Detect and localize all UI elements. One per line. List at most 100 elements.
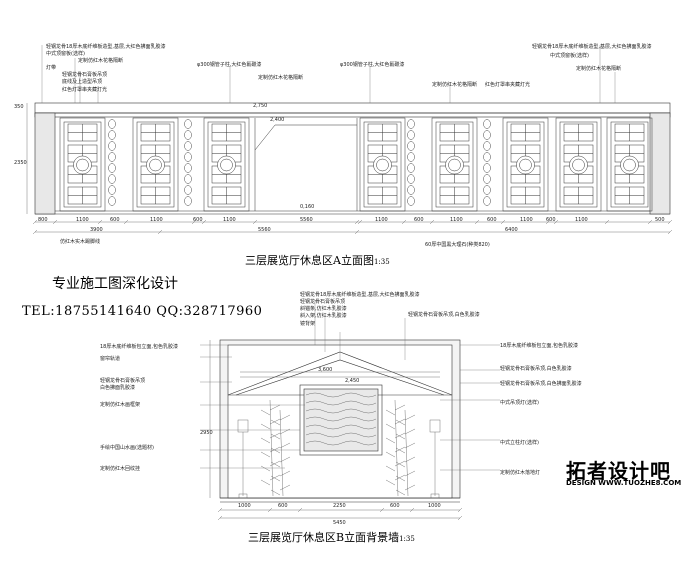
- elevation-b-dim-top-1: 3,600: [318, 367, 333, 373]
- red-lantern: [184, 196, 192, 206]
- bamboo-leaf: [395, 461, 406, 468]
- bamboo-leaf: [385, 479, 396, 486]
- b-notes-left-item: 手绘中国山水画(选题材): [100, 445, 154, 451]
- lattice-medallion: [217, 155, 236, 175]
- red-lantern: [184, 163, 192, 173]
- lattice-panel: [431, 117, 478, 212]
- a-notes-mid-item: φ300钢管子柱,大红色氟碳漆: [197, 62, 262, 68]
- dim-tick: [429, 219, 435, 225]
- red-lantern: [184, 185, 192, 195]
- red-lantern: [483, 130, 491, 140]
- bamboo-leaf: [385, 437, 396, 444]
- elevation-a-title: 三层展览厅休息区A立面图1:35: [245, 252, 390, 268]
- elevation-a-dim-side-2: 2350: [14, 160, 27, 166]
- lattice-panel: [59, 117, 106, 212]
- a-dims-row1-item: 1100: [223, 217, 236, 223]
- a-notes-right-item: 定制仿红木花格隔断: [432, 82, 478, 88]
- dim-tick: [667, 219, 673, 225]
- red-lantern: [184, 174, 192, 184]
- dim-tick: [201, 219, 207, 225]
- bamboo-leaf: [395, 419, 406, 426]
- lattice-medallion-inner: [76, 158, 89, 172]
- bamboo-leaf: [394, 404, 406, 411]
- lattice-panel-inner: [363, 121, 402, 208]
- lattice-panel-inner: [207, 121, 246, 208]
- dim-tick: [401, 219, 407, 225]
- dim-tick: [252, 219, 258, 225]
- painting-wave: [305, 400, 377, 406]
- elevation-b-dim-total: 5450: [333, 520, 346, 526]
- red-lantern: [483, 185, 491, 195]
- lattice-medallion: [516, 155, 535, 175]
- lattice-medallion: [569, 155, 588, 175]
- bamboo-leaf: [260, 465, 271, 472]
- dim-tick: [191, 219, 197, 225]
- b-notes-top-item: 轻钢龙骨18厚木底纤维板造型,基层,大红色拂面乳胶漆: [300, 292, 420, 298]
- ad-line-2: TEL:18755141640 QQ:328717960: [22, 304, 263, 319]
- bamboo-leaf: [404, 484, 416, 491]
- red-lantern: [407, 174, 415, 184]
- a-notes-mid-item: 定制仿红木花格隔断: [258, 75, 304, 81]
- lattice-medallion: [620, 155, 639, 175]
- dim-tick: [553, 219, 559, 225]
- a-notes-left-item: 灯带: [46, 65, 57, 71]
- red-lantern: [184, 130, 192, 140]
- dim-tick: [123, 219, 129, 225]
- bamboo-leaf: [394, 446, 406, 453]
- b-notes-top-item: 斜入架,仿红木乳胶漆: [300, 313, 347, 319]
- dim-tick: [667, 229, 673, 235]
- painting-wave: [305, 408, 377, 414]
- b-notes-left-item: 18厚木底纤维板包立面,包色乳胶漆: [100, 344, 178, 350]
- bamboo-leaf: [269, 474, 281, 481]
- red-lantern: [483, 152, 491, 162]
- red-lantern: [483, 196, 491, 206]
- red-lantern: [483, 141, 491, 151]
- a-dims-row1-item: 600: [193, 217, 203, 223]
- dim-tick: [500, 219, 506, 225]
- b-notes-right-item: 轻钢龙骨石膏板吊顶,白色乳胶漆: [500, 366, 572, 372]
- dim-tick: [545, 219, 551, 225]
- lamp-post-base: [238, 493, 248, 499]
- b-notes-left-item: 白色拂面乳胶漆: [100, 385, 136, 391]
- dim-tick: [604, 219, 610, 225]
- bamboo-leaf: [269, 446, 281, 453]
- painting-wave: [305, 432, 377, 438]
- elevation-a-dim-side-1: 350: [14, 104, 24, 110]
- bamboo-leaf: [395, 489, 406, 496]
- red-lantern: [108, 130, 116, 140]
- bamboo-leaf: [404, 428, 416, 435]
- b-notes-right-item: 中式立柱灯(选样): [500, 440, 539, 446]
- dim-tick: [647, 219, 653, 225]
- red-lantern: [108, 119, 116, 129]
- a-notes-left-item: 底线及上造型吊顶: [62, 79, 103, 85]
- watermark-name: 拓者设计吧: [566, 459, 671, 483]
- b-dims-bottom-item: 600: [278, 503, 288, 509]
- a-dims-row1-item: 1100: [375, 217, 388, 223]
- bamboo-leaf: [395, 475, 406, 482]
- lattice-medallion: [73, 155, 92, 175]
- bamboo-leaf: [270, 461, 281, 468]
- a-dims-row2-item: 6400: [505, 227, 518, 233]
- a-notes-left-item: 轻钢龙骨18厚木底纤维板造型,基层,大红色拂面乳胶漆: [46, 44, 166, 50]
- b-notes-left-item: 定制仿红木回纹挂: [100, 466, 141, 472]
- elevation-b-title: 三层展览厅休息区B立面背景墙1:35: [248, 529, 415, 545]
- dim-tick: [357, 219, 363, 225]
- elevation-b-title-text: 三层展览厅休息区B立面背景墙: [248, 531, 400, 544]
- elevation-a-baseboard-note: 仿红木实木踢脚线: [60, 239, 101, 245]
- bamboo-stalk: [394, 399, 399, 497]
- lattice-panel-inner: [610, 121, 649, 208]
- bamboo-leaf: [404, 442, 416, 449]
- lattice-panel: [359, 117, 406, 212]
- red-lantern: [483, 119, 491, 129]
- dim-tick: [354, 229, 360, 235]
- bamboo-leaf: [385, 409, 396, 416]
- a-dims-row1-item: 600: [546, 217, 556, 223]
- bamboo-leaf: [270, 419, 281, 426]
- b-dims-bottom-item: 1000: [428, 503, 441, 509]
- lattice-medallion-inner: [519, 158, 532, 172]
- red-lantern: [407, 196, 415, 206]
- red-lantern: [108, 196, 116, 206]
- bamboo-leaf: [385, 423, 396, 430]
- dim-tick: [157, 229, 163, 235]
- bamboo-leaf: [260, 479, 271, 486]
